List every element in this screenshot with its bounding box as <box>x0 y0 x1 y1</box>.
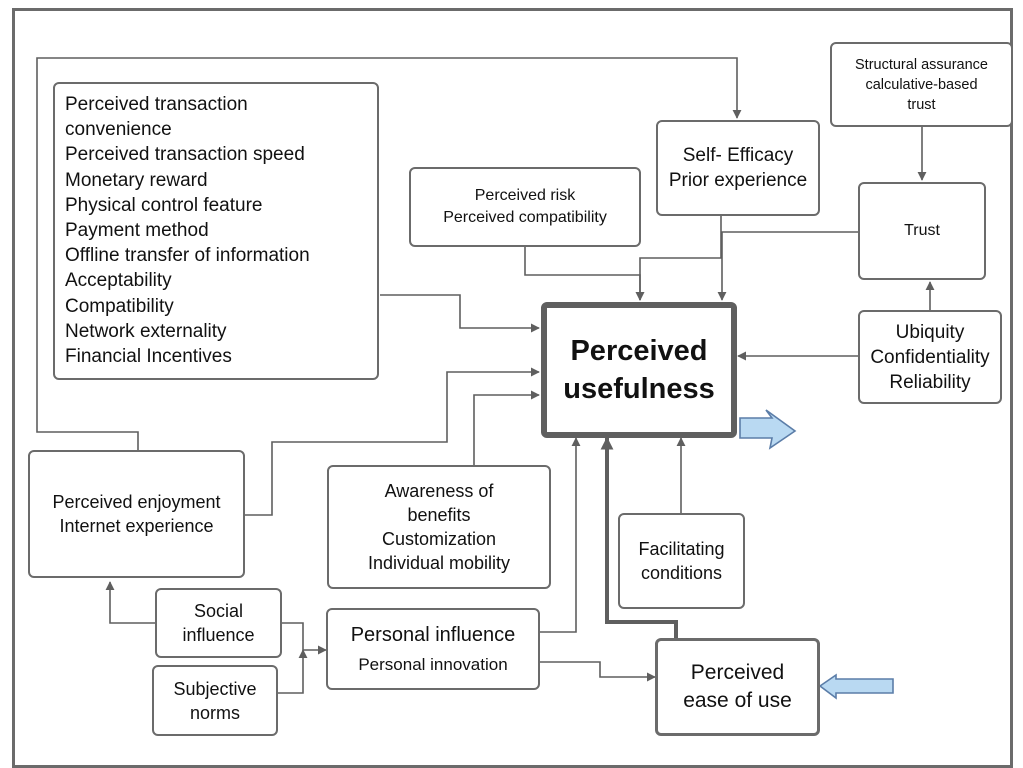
connector-social-to-enjoyment <box>105 581 155 624</box>
connector-social-to-personal <box>282 622 327 655</box>
self-efficacy-box: Self- Efficacy Prior experience <box>656 120 820 216</box>
structural-assurance-box: Structural assurance calculative-based t… <box>830 42 1013 127</box>
transaction-factor-item: convenience <box>65 119 172 141</box>
box-label: norms <box>189 702 240 723</box>
connector-norms-to-personal <box>278 649 308 694</box>
trust-box: Trust <box>858 182 986 280</box>
box-label: Awareness of <box>384 481 494 501</box>
box-label: Perceived <box>690 661 785 684</box>
box-label: Perceived risk <box>474 187 576 204</box>
box-label: conditions <box>640 563 723 583</box>
box-label: Individual mobility <box>367 553 511 573</box>
box-label: trust <box>907 96 936 113</box>
box-label: benefits <box>407 505 471 525</box>
subjective-norms-box: Subjective norms <box>152 665 278 736</box>
box-label: Social <box>193 601 244 621</box>
box-label: Ubiquity <box>895 321 965 343</box>
box-label: Self- Efficacy <box>682 145 794 166</box>
box-label: Perceived enjoyment <box>52 492 221 512</box>
box-label: Facilitating <box>638 539 725 559</box>
transaction-factor-item: Perceived transaction <box>65 94 248 115</box>
box-label: influence <box>182 625 255 645</box>
awareness-box: Awareness of benefits Customization Indi… <box>327 465 551 589</box>
risk-compatibility-box: Perceived risk Perceived compatibility <box>409 167 641 247</box>
transaction-factor-item: Monetary reward <box>65 169 208 191</box>
connector-enjoyment-to-pu <box>245 367 540 516</box>
social-influence-box: Social influence <box>155 588 282 658</box>
box-label: Perceived <box>570 335 708 367</box>
box-label: usefulness <box>563 373 715 405</box>
box-label: calculative-based <box>865 76 978 93</box>
connector-personal-to-ease <box>540 661 656 682</box>
connector-ease-to-pu <box>600 436 678 638</box>
transaction-factor-item: Financial Incentives <box>65 346 232 368</box>
box-label: Perceived compatibility <box>443 209 607 226</box>
personal-influence-box: Personal influence Personal innovation <box>326 608 540 690</box>
transaction-factor-item: Physical control feature <box>65 194 263 216</box>
connector-enjoyment-to-self-efficacy <box>36 57 742 450</box>
box-label: Confidentiality <box>870 346 990 368</box>
box-label: Customization <box>381 529 497 549</box>
ubiquity-box: Ubiquity Confidentiality Reliability <box>858 310 1002 404</box>
arrow-right-icon <box>739 409 797 450</box>
transaction-factor-item: Network externality <box>65 320 227 342</box>
transaction-factors-box: Perceived transaction convenience Percei… <box>53 82 379 380</box>
connector-trust-to-pu <box>717 231 858 301</box>
transaction-factor-item: Perceived transaction speed <box>65 144 305 166</box>
box-label: Personal innovation <box>358 655 508 674</box>
perceived-ease-of-use-box: Perceived ease of use <box>655 638 820 736</box>
box-label: Subjective <box>173 678 257 699</box>
facilitating-conditions-box: Facilitating conditions <box>618 513 745 609</box>
connector-personal-influence-to-pu <box>540 437 581 633</box>
box-label: Structural assurance <box>855 56 988 73</box>
perceived-enjoyment-box: Perceived enjoyment Internet experience <box>28 450 245 578</box>
connector-transaction-to-pu <box>380 294 540 333</box>
perceived-usefulness-box: Perceived usefulness <box>541 302 737 438</box>
box-label: Trust <box>904 222 940 239</box>
transaction-factor-item: Offline transfer of information <box>65 245 310 267</box>
box-label: Reliability <box>889 371 971 393</box>
transaction-factor-item: Compatibility <box>65 295 174 317</box>
connector-layer <box>36 57 935 700</box>
transaction-factor-item: Payment method <box>65 220 209 242</box>
connector-risk-to-pu <box>524 247 645 301</box>
arrow-left-icon <box>818 673 894 700</box>
box-label: Prior experience <box>668 170 808 191</box>
connector-self-efficacy-to-pu <box>635 216 722 301</box>
connector-awareness-to-pu <box>473 390 540 465</box>
box-label: Personal influence <box>350 624 516 646</box>
transaction-factor-item: Acceptability <box>65 270 172 292</box>
box-label: ease of use <box>683 689 792 712</box>
box-label: Internet experience <box>59 516 214 536</box>
